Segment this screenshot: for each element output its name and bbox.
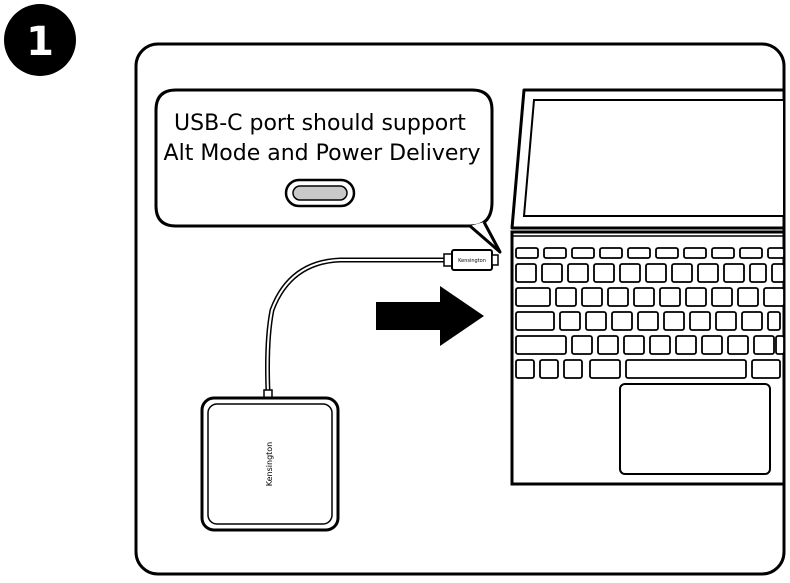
keyboard-key xyxy=(749,263,767,283)
keyboard-key xyxy=(515,287,551,307)
connector-brand-label: Kensington xyxy=(458,258,486,264)
keyboard-key xyxy=(627,247,651,259)
keyboard-key xyxy=(741,311,763,331)
keyboard-key xyxy=(701,335,723,355)
keyboard-key xyxy=(611,311,633,331)
keyboard-key xyxy=(623,335,645,355)
step-number: 1 xyxy=(26,19,54,65)
keyboard-key xyxy=(585,311,607,331)
keyboard-key xyxy=(649,335,671,355)
keyboard-key xyxy=(689,311,711,331)
keyboard-key xyxy=(625,359,747,379)
keyboard-key xyxy=(571,335,593,355)
keyboard-key xyxy=(567,263,589,283)
keyboard-key xyxy=(697,263,719,283)
keyboard-key xyxy=(775,335,785,355)
callout-line-2: Alt Mode and Power Delivery xyxy=(164,141,481,166)
keyboard-key xyxy=(607,287,629,307)
keyboard-key xyxy=(737,287,759,307)
step-badge: 1 xyxy=(4,4,76,76)
callout-bubble: USB-C port should support Alt Mode and P… xyxy=(154,88,502,254)
keyboard-key xyxy=(593,263,615,283)
keyboard-key xyxy=(541,263,563,283)
keyboard-key xyxy=(659,287,681,307)
keyboard-key xyxy=(515,263,537,283)
callout-line-1: USB-C port should support xyxy=(174,111,466,136)
keyboard-key xyxy=(599,247,623,259)
keyboard-key xyxy=(753,335,775,355)
keyboard-key xyxy=(751,359,781,379)
keyboard-key xyxy=(685,287,707,307)
keyboard-key xyxy=(571,247,595,259)
keyboard-key xyxy=(767,247,785,259)
keyboard-key xyxy=(663,311,685,331)
keyboard-key xyxy=(711,287,733,307)
keyboard-key xyxy=(645,263,667,283)
keyboard-key xyxy=(515,335,567,355)
keyboard-key xyxy=(739,247,763,259)
hub-brand-label: Kensington xyxy=(265,442,274,486)
keyboard-key xyxy=(771,263,785,283)
keyboard-key xyxy=(715,311,737,331)
keyboard-key xyxy=(727,335,749,355)
keyboard-key xyxy=(763,287,785,307)
trackpad xyxy=(619,383,771,475)
keyboard-key xyxy=(767,311,781,331)
keyboard-key xyxy=(675,335,697,355)
keyboard-key xyxy=(555,287,577,307)
keyboard-key xyxy=(515,311,555,331)
laptop-screen xyxy=(510,88,786,230)
keyboard-key xyxy=(655,247,679,259)
keyboard-key xyxy=(559,311,581,331)
usb-c-connector: Kensington xyxy=(443,249,499,271)
keyboard-key xyxy=(633,287,655,307)
keyboard-key xyxy=(543,247,567,259)
keyboard-key xyxy=(515,359,535,379)
keyboard xyxy=(515,247,785,379)
keyboard-key xyxy=(683,247,707,259)
keyboard-key xyxy=(581,287,603,307)
keyboard-key xyxy=(515,247,539,259)
keyboard-key xyxy=(589,359,621,379)
right-arrow-icon xyxy=(376,286,484,346)
keyboard-key xyxy=(711,247,735,259)
keyboard-key xyxy=(723,263,745,283)
usb-c-hub: Kensington xyxy=(200,389,340,532)
keyboard-key xyxy=(563,359,583,379)
keyboard-key xyxy=(539,359,559,379)
keyboard-key xyxy=(597,335,619,355)
keyboard-key xyxy=(619,263,641,283)
usb-c-port-icon xyxy=(284,178,356,208)
keyboard-key xyxy=(637,311,659,331)
keyboard-key xyxy=(671,263,693,283)
laptop-base xyxy=(510,230,786,486)
